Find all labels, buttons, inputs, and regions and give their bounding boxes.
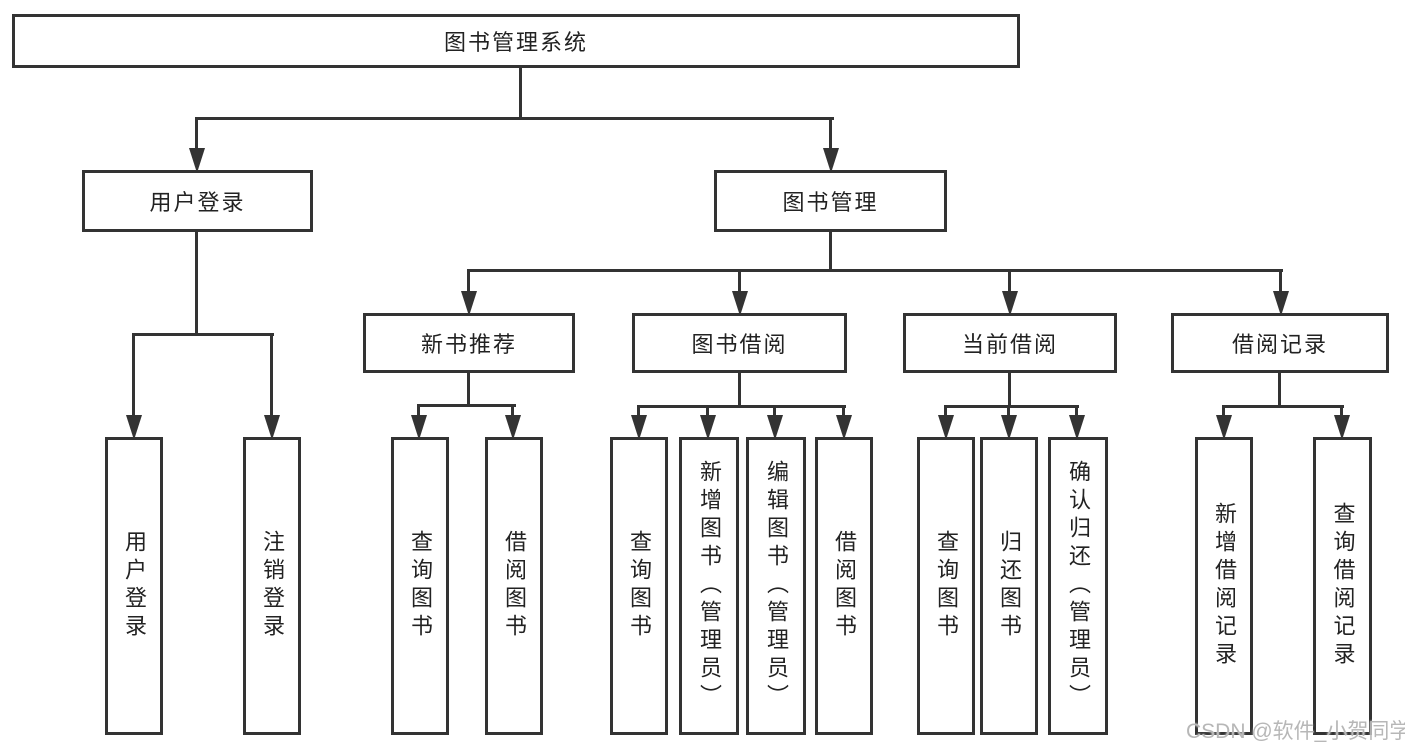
edge-borrow-drop-2 — [706, 405, 709, 418]
leaf-current-confirm-return-admin: 确认归还（管理员） — [1048, 437, 1108, 735]
leaf-borrow-add-books-admin: 新增图书（管理员） — [679, 437, 739, 735]
arrowhead-borrow-query — [631, 415, 647, 440]
edge-current-split — [944, 405, 1079, 408]
node-new-book-recommend: 新书推荐 — [363, 313, 575, 373]
leaf-current-query-books: 查询图书 — [917, 437, 975, 735]
edge-root-split — [195, 117, 834, 120]
arrowhead-current-query — [938, 415, 954, 440]
arrowhead-current-confirm — [1069, 415, 1085, 440]
arrowhead-current-return — [1001, 415, 1017, 440]
edge-records-trunk — [1278, 373, 1281, 408]
leaf-logout: 注销登录 — [243, 437, 301, 735]
edge-root-drop-right — [829, 117, 832, 150]
arrowhead-borrow-borrow — [836, 415, 852, 440]
leaf-records-query: 查询借阅记录 — [1313, 437, 1372, 735]
edge-records-drop-1 — [1222, 405, 1225, 418]
edge-userlogin-split — [132, 333, 274, 336]
arrowhead-records-query — [1334, 415, 1350, 440]
edge-newrec-drop-2 — [511, 404, 514, 418]
edge-borrow-trunk — [738, 373, 741, 408]
edge-userlogin-drop-2 — [270, 333, 273, 417]
node-book-borrowing: 图书借阅 — [632, 313, 847, 373]
edge-newrec-drop-1 — [417, 404, 420, 418]
arrowhead-borrow-add — [700, 415, 716, 440]
arrowhead-borrow-records — [1273, 291, 1289, 316]
edge-newrec-split — [417, 404, 516, 407]
node-book-management: 图书管理 — [714, 170, 947, 232]
node-borrowing-records: 借阅记录 — [1171, 313, 1389, 373]
edge-bookmgmt-split — [467, 269, 1283, 272]
edge-userlogin-drop-1 — [132, 333, 135, 417]
leaf-newrec-borrow-books: 借阅图书 — [485, 437, 543, 735]
arrowhead-newrec-borrow — [505, 415, 521, 440]
edge-current-drop-3 — [1075, 405, 1078, 418]
leaf-borrow-edit-books-admin: 编辑图书（管理员） — [746, 437, 806, 735]
arrowhead-new-rec — [461, 291, 477, 316]
edge-current-trunk — [1008, 373, 1011, 408]
arrowhead-leaf-user-login — [126, 415, 142, 440]
node-user-login: 用户登录 — [82, 170, 313, 232]
arrowhead-book-mgmt — [823, 148, 839, 173]
edge-borrow-drop-3 — [773, 405, 776, 418]
edge-userlogin-trunk — [195, 232, 198, 336]
leaf-borrow-query-books: 查询图书 — [610, 437, 668, 735]
leaf-current-return-books: 归还图书 — [980, 437, 1038, 735]
edge-bookmgmt-drop-4 — [1279, 269, 1282, 293]
edge-root-drop-left — [195, 117, 198, 150]
arrowhead-records-add — [1216, 415, 1232, 440]
arrowhead-current-borrow — [1002, 291, 1018, 316]
edge-bookmgmt-drop-2 — [738, 269, 741, 293]
leaf-newrec-query-books: 查询图书 — [391, 437, 449, 735]
edge-records-drop-2 — [1340, 405, 1343, 418]
edge-borrow-split — [637, 405, 846, 408]
edge-current-drop-1 — [944, 405, 947, 418]
edge-bookmgmt-drop-1 — [467, 269, 470, 293]
edge-records-split — [1222, 405, 1344, 408]
leaf-user-login: 用户登录 — [105, 437, 163, 735]
arrowhead-book-borrow — [732, 291, 748, 316]
edge-root-trunk — [519, 68, 522, 120]
arrowhead-newrec-query — [411, 415, 427, 440]
arrowhead-borrow-edit — [767, 415, 783, 440]
edge-borrow-drop-4 — [842, 405, 845, 418]
edge-bookmgmt-drop-3 — [1008, 269, 1011, 293]
node-current-borrowing: 当前借阅 — [903, 313, 1117, 373]
node-root-library-system: 图书管理系统 — [12, 14, 1020, 68]
edge-newrec-trunk — [467, 373, 470, 407]
arrowhead-leaf-logout — [264, 415, 280, 440]
arrowhead-user-login — [189, 148, 205, 173]
edge-current-drop-2 — [1007, 405, 1010, 418]
csdn-watermark: CSDN @软件_小贺同学 — [1186, 720, 1405, 743]
leaf-records-add: 新增借阅记录 — [1195, 437, 1253, 735]
edge-bookmgmt-trunk — [829, 232, 832, 272]
leaf-borrow-borrow-books: 借阅图书 — [815, 437, 873, 735]
edge-borrow-drop-1 — [637, 405, 640, 418]
